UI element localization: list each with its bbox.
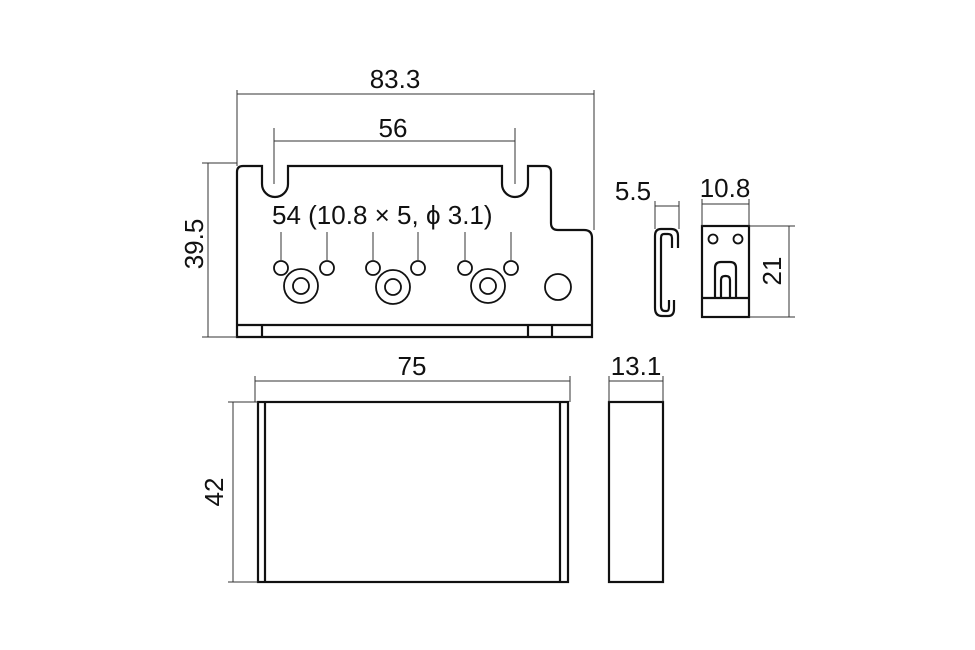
dimension-saddle-height: 21 bbox=[749, 225, 795, 318]
saddle-group-2 bbox=[365, 260, 426, 305]
saddle-screw-hole bbox=[707, 233, 719, 245]
saddle-group-3 bbox=[457, 260, 519, 304]
cover-side-outline bbox=[607, 400, 665, 584]
dimension-cover-width: 75 bbox=[254, 351, 571, 402]
dimension-cover-height: 42 bbox=[199, 401, 258, 583]
dimension-bridge-height: 39.5 bbox=[179, 162, 237, 338]
dim-label-slot-spacing: 56 bbox=[379, 113, 408, 143]
dim-label-bridge-height: 39.5 bbox=[179, 219, 209, 270]
dim-label-saddle-height: 21 bbox=[757, 257, 787, 286]
dimension-hook-width: 5.5 bbox=[615, 176, 680, 229]
saddle-bore-inner bbox=[384, 278, 402, 296]
small-hole bbox=[273, 260, 289, 276]
saddle-screw-hole bbox=[732, 233, 744, 245]
dim-label-saddle-width: 10.8 bbox=[700, 173, 751, 203]
saddle-group-1 bbox=[273, 260, 335, 304]
dim-label-cover-height: 42 bbox=[199, 478, 229, 507]
small-hole bbox=[410, 260, 426, 276]
small-hole bbox=[365, 260, 381, 276]
dim-label-saddle-spec: 54 (10.8 × 5, ϕ 3.1) bbox=[272, 200, 493, 230]
dim-label-cover-depth: 13.1 bbox=[611, 351, 662, 381]
dimension-slot-spacing: 56 bbox=[273, 113, 516, 184]
small-hole bbox=[503, 260, 519, 276]
hook-spring-inner bbox=[659, 232, 674, 313]
dim-label-cover-width: 75 bbox=[398, 351, 427, 381]
saddle-block bbox=[700, 224, 751, 319]
small-hole bbox=[457, 260, 473, 276]
bridge-plate-outline bbox=[235, 164, 594, 339]
dimension-bridge-width: 83.3 bbox=[236, 64, 595, 230]
mounting-hole bbox=[544, 273, 572, 301]
small-hole bbox=[319, 260, 335, 276]
saddle-bore-inner bbox=[292, 277, 310, 295]
cover-front-outline bbox=[256, 400, 570, 584]
dim-label-bridge-width: 83.3 bbox=[370, 64, 421, 94]
hook-spring-outline bbox=[653, 227, 680, 318]
saddle-bore-inner bbox=[479, 277, 497, 295]
cover-side bbox=[607, 400, 665, 584]
bridge-plate bbox=[235, 164, 594, 339]
hook-spring bbox=[653, 227, 680, 318]
saddle-outline bbox=[700, 224, 751, 319]
saddle-slot-inner bbox=[719, 274, 732, 298]
dimension-cover-depth: 13.1 bbox=[608, 351, 664, 402]
dimension-saddle-spec: 54 (10.8 × 5, ϕ 3.1) bbox=[272, 200, 512, 262]
dimension-saddle-width: 10.8 bbox=[700, 173, 751, 226]
saddle-slot bbox=[713, 260, 738, 298]
cover-front bbox=[256, 400, 570, 584]
dim-label-hook-width: 5.5 bbox=[615, 176, 651, 206]
